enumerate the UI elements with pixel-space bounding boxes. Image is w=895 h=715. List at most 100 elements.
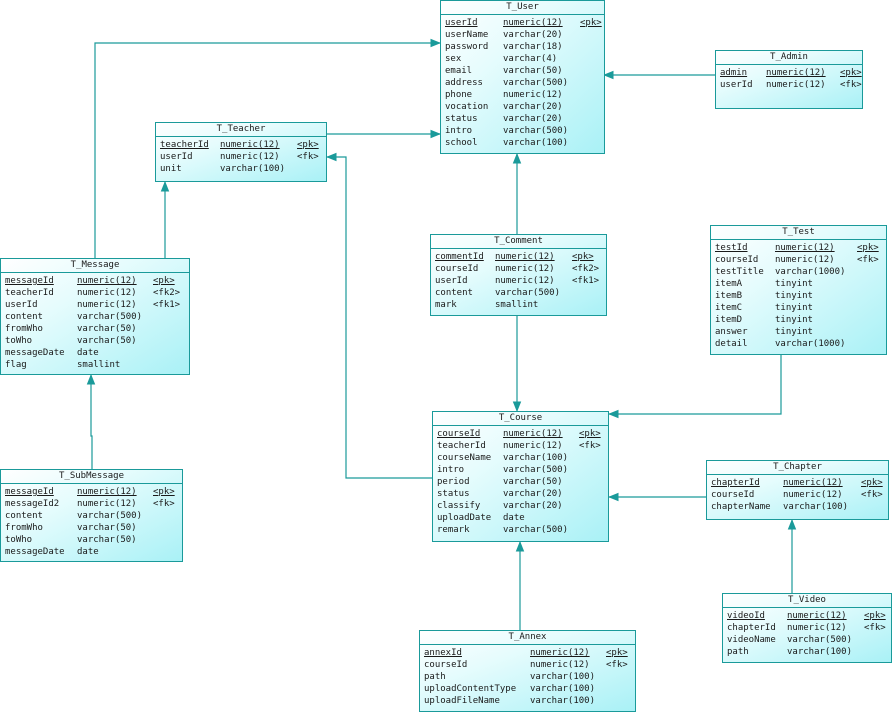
column-type: varchar(50) xyxy=(77,336,137,346)
column-type: numeric(12) xyxy=(495,252,555,262)
column-type: varchar(500) xyxy=(503,525,569,535)
column-name: videoId xyxy=(727,611,765,621)
column-key: <fk> xyxy=(297,152,319,162)
table-title: T_Chapter xyxy=(707,461,888,475)
column-name: admin xyxy=(720,68,748,78)
column-name: answer xyxy=(715,327,748,337)
column-key: <pk> xyxy=(861,478,883,488)
table-t-chapter[interactable]: T_Chapter chapterId numeric(12) <pk> courseI… xyxy=(706,460,889,520)
column-type: numeric(12) xyxy=(77,487,137,497)
link-message-user xyxy=(94,38,442,258)
column-name: unit xyxy=(160,164,182,174)
column-type: numeric(12) xyxy=(783,478,843,488)
column-type: varchar(20) xyxy=(503,102,563,112)
column-name: period xyxy=(437,477,470,487)
column-key: <pk> xyxy=(857,243,879,253)
column-type: varchar(500) xyxy=(787,635,853,645)
column-name: classify xyxy=(437,501,481,511)
column-row: unit varchar(100) xyxy=(160,163,322,175)
column-type: tinyint xyxy=(775,303,813,313)
column-row: status varchar(20) xyxy=(445,113,600,125)
column-name: school xyxy=(445,138,478,148)
link-course-teacher xyxy=(325,152,432,479)
column-type: varchar(100) xyxy=(503,138,569,148)
column-type: numeric(12) xyxy=(530,660,590,670)
column-type: numeric(12) xyxy=(775,243,835,253)
column-type: varchar(100) xyxy=(530,696,596,706)
column-type: numeric(12) xyxy=(503,429,563,439)
column-name: uploadContentType xyxy=(424,684,517,694)
column-type: numeric(12) xyxy=(766,68,826,78)
column-row: school varchar(100) xyxy=(445,137,600,149)
link-test-course xyxy=(607,355,782,419)
column-name: status xyxy=(445,114,478,124)
column-name: chapterId xyxy=(711,478,760,488)
column-type: tinyint xyxy=(775,315,813,325)
column-type: varchar(50) xyxy=(77,324,137,334)
column-type: numeric(12) xyxy=(77,499,137,509)
table-title: T_Admin xyxy=(716,51,862,65)
column-type: varchar(1000) xyxy=(775,267,846,277)
column-name: uploadDate xyxy=(437,513,492,523)
column-key: <fk1> xyxy=(572,276,600,286)
column-name: messageDate xyxy=(5,348,65,358)
column-name: courseId xyxy=(711,490,755,500)
column-type: date xyxy=(503,513,525,523)
column-name: userName xyxy=(445,30,489,40)
column-type: varchar(500) xyxy=(495,288,561,298)
column-type: numeric(12) xyxy=(77,276,137,286)
column-key: <pk> xyxy=(840,68,862,78)
column-key: <fk1> xyxy=(153,300,181,310)
column-name: userId xyxy=(435,276,468,286)
column-name: courseName xyxy=(437,453,492,463)
column-type: numeric(12) xyxy=(77,300,137,310)
column-name: path xyxy=(424,672,446,682)
column-type: numeric(12) xyxy=(775,255,835,265)
column-type: varchar(100) xyxy=(530,672,596,682)
column-type: varchar(20) xyxy=(503,489,563,499)
column-type: varchar(20) xyxy=(503,114,563,124)
column-key: <pk> xyxy=(297,140,319,150)
column-key: <fk2> xyxy=(153,288,181,298)
column-name: intro xyxy=(445,126,473,136)
column-type: varchar(100) xyxy=(220,164,286,174)
column-type: varchar(500) xyxy=(77,312,143,322)
column-row: chapterId numeric(12) <pk> xyxy=(711,477,884,489)
